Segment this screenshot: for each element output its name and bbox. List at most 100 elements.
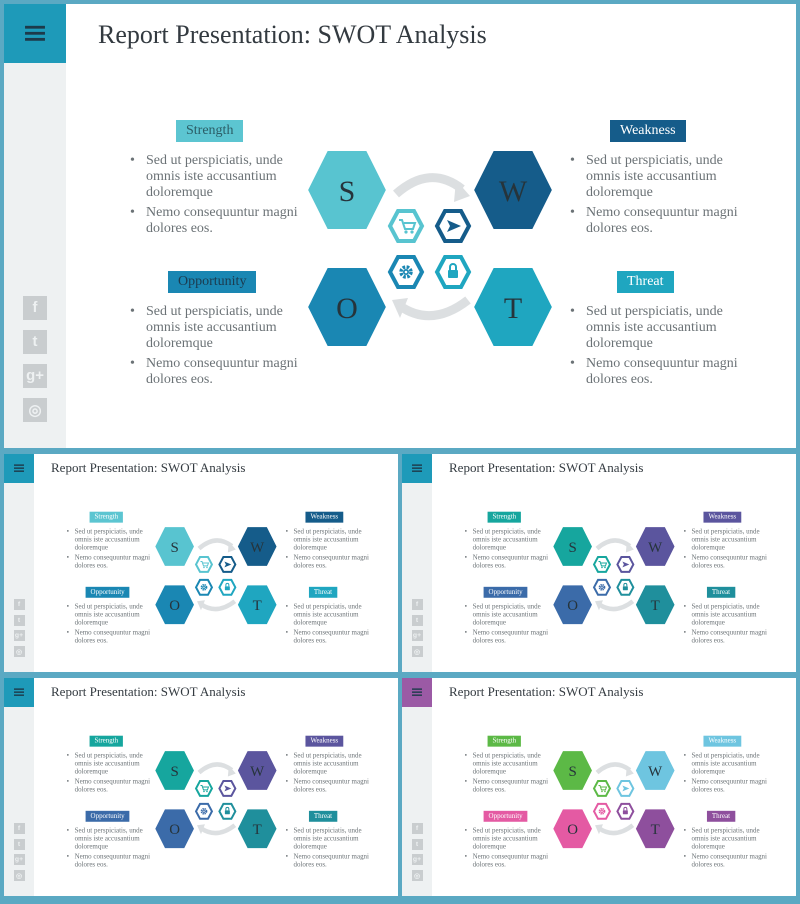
- instagram-icon[interactable]: ◎: [13, 646, 25, 658]
- hexagon-t: [471, 266, 555, 348]
- bullet-item: Nemo consequuntur magni dolores eos.: [286, 629, 373, 645]
- top-arrow: [197, 762, 234, 775]
- menu-button[interactable]: [4, 454, 34, 483]
- swot-content: Strength Sed ut perspiciatis, unde omnis…: [4, 678, 398, 896]
- bottom-arrow: [597, 823, 635, 836]
- weakness-label: Weakness: [703, 735, 742, 747]
- google-plus-icon[interactable]: g+: [23, 364, 47, 389]
- instagram-icon[interactable]: ◎: [23, 398, 47, 423]
- letter-t: T: [504, 292, 522, 325]
- hexagon-s: [552, 526, 594, 567]
- hexagon-t: [236, 584, 278, 626]
- facebook-icon[interactable]: f: [411, 823, 423, 835]
- google-plus-icon[interactable]: g+: [13, 630, 25, 642]
- facebook-icon[interactable]: f: [13, 599, 25, 611]
- slide-title: Report Presentation: SWOT Analysis: [51, 684, 246, 699]
- bullet-item: Nemo consequuntur magni dolores eos.: [67, 853, 154, 869]
- top-arrow-head: [454, 180, 470, 202]
- bullet-item: Sed ut perspiciatis, unde omnis iste acc…: [130, 153, 305, 201]
- hexagon-o: [552, 584, 594, 626]
- lock-icon: [218, 578, 237, 596]
- lock-icon: [616, 578, 635, 596]
- letter-o: O: [169, 822, 180, 838]
- threat-label: Threat: [617, 271, 674, 293]
- bullet-item: Nemo consequuntur magni dolores eos.: [570, 356, 745, 388]
- facebook-icon[interactable]: f: [23, 296, 47, 320]
- facebook-icon[interactable]: f: [13, 823, 25, 835]
- strength-bullets: Sed ut perspiciatis, unde omnis iste acc…: [465, 752, 552, 796]
- twitter-icon[interactable]: t: [13, 614, 25, 626]
- top-arrow: [595, 762, 632, 775]
- top-arrow-head: [625, 765, 634, 777]
- menu-button[interactable]: [402, 678, 432, 707]
- swot-diagram: S W O T: [305, 149, 555, 348]
- swot-content: Strength Sed ut perspiciatis, unde omnis…: [4, 4, 796, 448]
- menu-button[interactable]: [4, 678, 34, 707]
- bottom-arrow: [199, 823, 237, 836]
- strength-label: Strength: [487, 735, 522, 747]
- instagram-icon[interactable]: ◎: [411, 870, 423, 882]
- facebook-icon[interactable]: f: [411, 599, 423, 611]
- weakness-bullets: Sed ut perspiciatis, unde omnis iste acc…: [570, 153, 745, 241]
- hamburger-menu-icon: [14, 464, 24, 472]
- letter-w: W: [250, 764, 265, 780]
- letter-t: T: [651, 598, 660, 614]
- slide-title: Report Presentation: SWOT Analysis: [98, 20, 487, 49]
- menu-button[interactable]: [4, 4, 66, 63]
- weakness-bullets: Sed ut perspiciatis, unde omnis iste acc…: [286, 752, 373, 796]
- google-plus-icon[interactable]: g+: [13, 854, 25, 866]
- letter-s: S: [568, 540, 576, 556]
- menu-button[interactable]: [402, 454, 432, 483]
- bullet-item: Sed ut perspiciatis, unde omnis iste acc…: [465, 827, 552, 851]
- hexagon-t: [634, 808, 676, 850]
- twitter-icon[interactable]: t: [411, 614, 423, 626]
- threat-bullets: Sed ut perspiciatis, unde omnis iste acc…: [286, 603, 373, 647]
- letter-t: T: [651, 822, 660, 838]
- hexagon-w: [634, 526, 676, 567]
- letter-w: W: [648, 764, 663, 780]
- send-icon: [218, 779, 237, 797]
- bullet-item: Nemo consequuntur magni dolores eos.: [684, 629, 771, 645]
- hexagon-s: [154, 750, 196, 791]
- instagram-icon[interactable]: ◎: [13, 870, 25, 882]
- hexagon-w: [634, 750, 676, 791]
- hexagon-o: [154, 808, 196, 850]
- bullet-item: Sed ut perspiciatis, unde omnis iste acc…: [465, 603, 552, 627]
- opportunity-bullets: Sed ut perspiciatis, unde omnis iste acc…: [465, 603, 552, 647]
- letter-s: S: [568, 764, 576, 780]
- twitter-icon[interactable]: t: [411, 838, 423, 850]
- opportunity-bullets: Sed ut perspiciatis, unde omnis iste acc…: [67, 603, 154, 647]
- hamburger-menu-icon: [14, 688, 24, 696]
- bullet-item: Sed ut perspiciatis, unde omnis iste acc…: [570, 304, 745, 352]
- letter-o: O: [336, 292, 358, 325]
- hexagon-s: [305, 149, 389, 231]
- bullet-item: Nemo consequuntur magni dolores eos.: [465, 778, 552, 794]
- gear-icon: [387, 255, 425, 289]
- instagram-icon[interactable]: ◎: [411, 646, 423, 658]
- letter-t: T: [253, 822, 262, 838]
- lock-icon: [434, 255, 472, 289]
- weakness-bullets: Sed ut perspiciatis, unde omnis iste acc…: [684, 528, 771, 572]
- twitter-icon[interactable]: t: [23, 330, 47, 355]
- letter-w: W: [250, 540, 265, 556]
- bullet-item: Sed ut perspiciatis, unde omnis iste acc…: [130, 304, 305, 352]
- letter-w: W: [648, 540, 663, 556]
- letter-o: O: [169, 598, 180, 614]
- google-plus-icon[interactable]: g+: [411, 630, 423, 642]
- twitter-icon[interactable]: t: [13, 838, 25, 850]
- bullet-item: Nemo consequuntur magni dolores eos.: [465, 853, 552, 869]
- google-plus-icon[interactable]: g+: [411, 854, 423, 866]
- bullet-item: Nemo consequuntur magni dolores eos.: [684, 853, 771, 869]
- bullet-item: Nemo consequuntur magni dolores eos.: [286, 554, 373, 570]
- bullet-item: Nemo consequuntur magni dolores eos.: [130, 356, 305, 388]
